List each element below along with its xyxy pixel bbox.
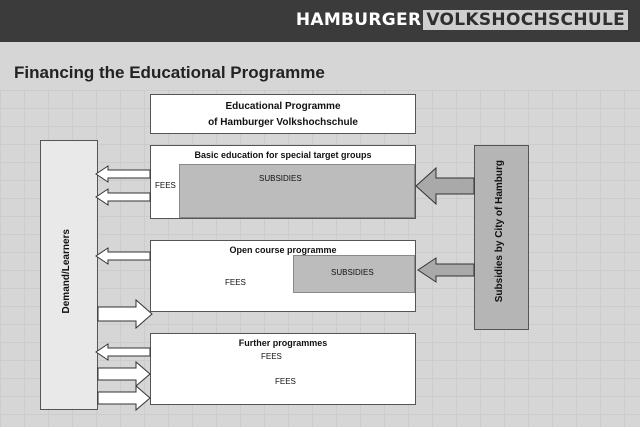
further-programmes-title: Further programmes [238,338,328,348]
brand-part1: HAMBURGER [295,10,422,30]
open-course-subsidies-area [293,255,415,293]
open-course-fees-label: FEES [225,278,246,287]
basic-education-subsidies-area [179,164,415,218]
top-box-line1: Educational Programme [225,101,341,112]
open-course-box: Open course programme FEES SUBSIDIES [150,240,416,312]
demand-learners-column: Demand/Learners [40,140,98,410]
subsidy-arrow-open [417,257,475,283]
demand-arrow-further-1 [97,360,151,388]
fee-arrow-further-upper [95,343,151,361]
subsidy-arrow-basic [415,166,475,206]
demand-arrow-open [97,298,153,330]
basic-education-subsidies-label: SUBSIDIES [259,174,302,183]
brand-part2: VOLKSHOCHSCHULE [423,10,628,30]
fee-arrow-open-upper [95,247,151,265]
diagram-panel: Demand/Learners Subsidies by City of Ham… [0,92,640,412]
further-programmes-fees-label-1: FEES [261,352,282,361]
fee-arrow-basic-lower [95,188,151,206]
subsidies-city-column: Subsidies by City of Hamburg [474,145,529,330]
basic-education-box: Basic education for special target group… [150,145,416,219]
flow-arrows [95,165,475,412]
basic-education-title: Basic education for special target group… [194,150,372,160]
open-course-subsidies-label: SUBSIDIES [331,268,374,277]
educational-programme-box: Educational Programme of Hamburger Volks… [150,94,416,134]
basic-education-fees-label: FEES [155,181,176,190]
demand-arrow-further-2 [97,384,151,412]
page-title: Financing the Educational Programme [14,63,325,82]
further-programmes-fees-label-2: FEES [275,377,296,386]
fee-arrow-basic-upper [95,165,151,183]
further-programmes-box: Further programmes FEES FEES [150,333,416,405]
open-course-title: Open course programme [229,245,337,255]
top-box-line2: of Hamburger Volkshochschule [208,117,358,128]
